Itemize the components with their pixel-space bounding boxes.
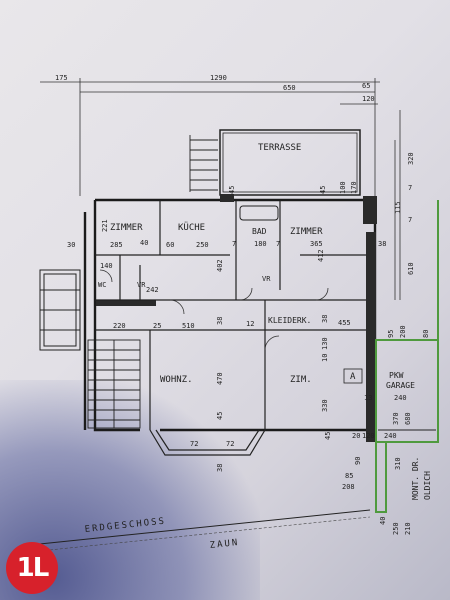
dim-220: 220 — [113, 322, 126, 330]
dim-610: 610 — [407, 262, 415, 275]
dim-80: 80 — [422, 330, 430, 338]
room-label-garage: GARAGE — [386, 381, 415, 390]
dim-45d: 45 — [324, 432, 332, 440]
dim-25: 25 — [153, 322, 161, 330]
room-label-terrace: TERRASSE — [258, 143, 301, 153]
dim-7d: 7 — [276, 240, 280, 248]
dim-470: 470 — [216, 372, 224, 385]
room-label-pkw: PKW — [389, 371, 404, 380]
dim-45b: 45 — [319, 186, 327, 194]
bay-window — [149, 429, 266, 456]
dim-60: 60 — [166, 241, 174, 249]
dim-310: 310 — [394, 457, 402, 470]
dim-175: 175 — [55, 74, 68, 82]
garage-outline — [375, 200, 439, 513]
dim-140: 140 — [100, 262, 113, 270]
room-label-vr-1: VR — [137, 281, 146, 289]
dim-365: 365 — [310, 240, 323, 248]
room-label-zimmer-right: ZIMMER — [290, 227, 323, 237]
brand-logo-text: 1L — [16, 553, 50, 583]
side-label-mont: MONT. DR. — [411, 457, 420, 500]
dim-250: 250 — [392, 522, 400, 535]
dim-85: 85 — [345, 472, 353, 480]
dim-45a: 45 — [228, 186, 236, 194]
dim-38c: 38 — [321, 315, 329, 323]
staircase-icon — [87, 339, 141, 429]
room-label-wc: WC — [98, 281, 106, 289]
dim-330: 330 — [321, 399, 329, 412]
fence-line — [29, 509, 371, 546]
dim-1290: 1290 — [210, 74, 227, 82]
area-a-box — [343, 368, 363, 384]
dim-95: 95 — [387, 330, 395, 338]
dim-240b: 240 — [384, 432, 397, 440]
dim-370: 370 — [392, 412, 400, 425]
door-swings — [99, 269, 329, 351]
dim-200: 200 — [399, 325, 407, 338]
entrance-porch — [39, 269, 81, 351]
dim-170: 170 — [350, 181, 358, 194]
dim-38d: 38 — [216, 464, 224, 472]
room-label-living: WOHNZ. — [160, 375, 193, 385]
terrace-outline — [189, 129, 361, 196]
dim-180: 180 — [254, 240, 267, 248]
dim-100: 100 — [339, 181, 347, 194]
dim-72a: 72 — [190, 440, 198, 448]
bathtub-icon — [239, 205, 279, 221]
room-label-kitchen: KÜCHE — [178, 222, 205, 233]
room-label-zim: ZIM. — [290, 375, 312, 385]
dim-455: 455 — [338, 319, 351, 327]
dim-13: 13 — [364, 394, 372, 402]
dim-20: 20 — [352, 432, 360, 440]
area-label-a: A — [350, 372, 356, 382]
wall-hatching — [96, 194, 377, 442]
dim-115: 115 — [394, 201, 402, 214]
dim-7a: 7 — [408, 184, 412, 192]
dim-72b: 72 — [226, 440, 234, 448]
room-label-bath: BAD — [252, 227, 267, 236]
fence-dashes — [29, 516, 371, 553]
dim-120: 120 — [362, 95, 375, 103]
dim-38b: 38 — [216, 317, 224, 325]
dim-240: 240 — [394, 394, 407, 402]
dim-208: 208 — [342, 483, 355, 491]
dim-242: 242 — [146, 286, 159, 294]
dim-221: 221 — [101, 219, 109, 232]
room-label-vr-2: VR — [262, 275, 271, 283]
dim-120b: 120 — [362, 432, 375, 440]
dim-650: 650 — [283, 84, 296, 92]
dim-30: 30 — [67, 241, 75, 249]
dim-7c: 7 — [232, 240, 236, 248]
dim-65: 65 — [362, 82, 370, 90]
dim-412: 412 — [317, 249, 325, 262]
interior-walls — [95, 200, 366, 430]
dim-40b: 40 — [379, 517, 387, 525]
brand-logo: 1L — [6, 542, 58, 594]
dim-45c: 45 — [216, 412, 224, 420]
dim-7b: 7 — [408, 216, 412, 224]
dim-402: 402 — [216, 259, 224, 272]
dim-210: 210 — [404, 522, 412, 535]
dim-130: 130 — [321, 337, 329, 350]
dim-510: 510 — [182, 322, 195, 330]
dim-285: 285 — [110, 241, 123, 249]
dim-10: 10 — [321, 354, 329, 362]
dim-40: 40 — [140, 239, 148, 247]
outer-walls — [83, 198, 377, 432]
fence-label: ZAUN — [209, 538, 240, 551]
dim-320: 320 — [407, 152, 415, 165]
dim-250: 250 — [196, 241, 209, 249]
dimension-lines — [40, 78, 401, 300]
dim-680: 680 — [404, 412, 412, 425]
side-label-olding: OLDICH — [423, 471, 432, 500]
dim-90: 90 — [354, 457, 362, 465]
room-label-zimmer-left: ZIMMER — [110, 223, 143, 233]
room-label-dressing: KLEIDERK. — [268, 316, 311, 325]
dim-12: 12 — [246, 320, 254, 328]
dim-38: 38 — [378, 240, 386, 248]
